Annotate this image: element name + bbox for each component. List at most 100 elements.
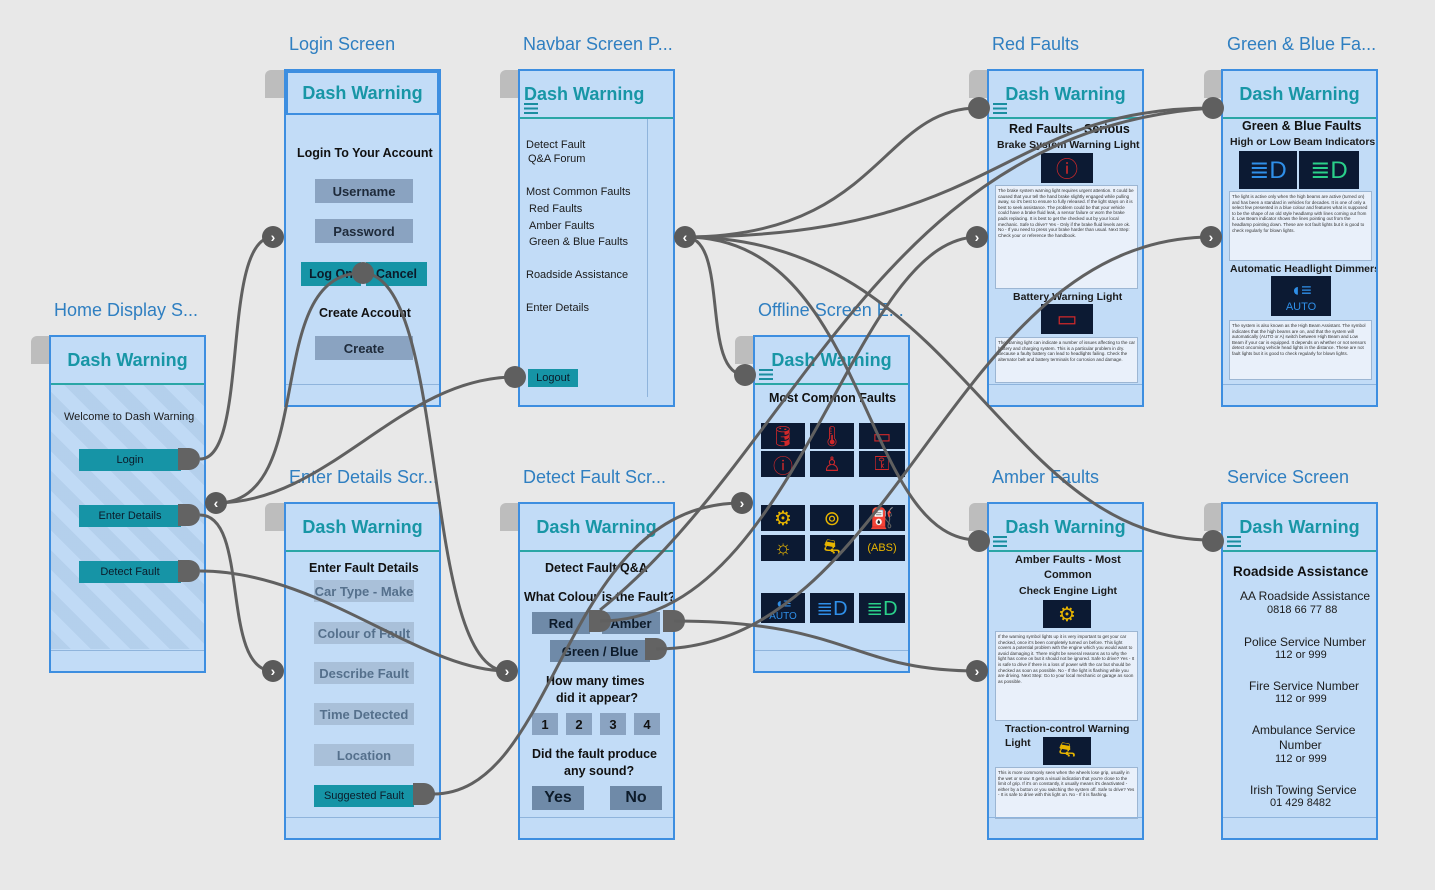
chevron-right-icon[interactable]: › bbox=[262, 660, 284, 682]
amber-faults-screen[interactable]: Dash Warning Amber Faults - Most Common … bbox=[987, 502, 1144, 840]
password-field[interactable]: Password bbox=[315, 219, 413, 243]
fire-name: Fire Service Number bbox=[1249, 679, 1360, 693]
count-option-4[interactable]: 4 bbox=[634, 713, 660, 735]
chevron-right-icon[interactable]: › bbox=[1200, 226, 1222, 248]
fog-light-icon: ☼ bbox=[761, 535, 805, 561]
offline-screen[interactable]: Dash Warning Most Common Faults 🛢 🌡 ▭ ⓘ … bbox=[753, 335, 910, 673]
yes-button[interactable]: Yes bbox=[532, 786, 584, 810]
red-faults-screen[interactable]: Dash Warning Red Faults - Serious Brake … bbox=[987, 69, 1144, 407]
red-option-link-handle[interactable] bbox=[589, 610, 611, 632]
screen-title-detect[interactable]: Detect Fault Scr... bbox=[523, 467, 667, 487]
cancel-button[interactable]: Cancel bbox=[366, 262, 427, 286]
describe-fault-field[interactable]: Describe Fault bbox=[314, 662, 414, 684]
oil-pressure-icon: 🛢 bbox=[761, 423, 805, 449]
chevron-right-icon[interactable]: › bbox=[966, 226, 988, 248]
create-button[interactable]: Create bbox=[315, 336, 413, 360]
sound-question-1: Did the fault produce bbox=[532, 747, 657, 761]
chevron-right-icon[interactable]: › bbox=[496, 660, 518, 682]
screen-title-navbar[interactable]: Navbar Screen P... bbox=[523, 34, 673, 54]
screen-title-service[interactable]: Service Screen bbox=[1227, 467, 1350, 487]
green-blue-option-button[interactable]: Green / Blue bbox=[550, 640, 650, 662]
times-question-2: did it appear? bbox=[556, 691, 638, 705]
login-button[interactable]: Login bbox=[79, 449, 181, 471]
home-screen[interactable]: Dash Warning Welcome to Dash Warning Log… bbox=[49, 335, 206, 673]
auto-label: AUTO bbox=[769, 610, 797, 622]
chevron-left-icon[interactable]: ‹ bbox=[674, 226, 696, 248]
hamburger-icon[interactable] bbox=[759, 369, 773, 380]
screen-title-red[interactable]: Red Faults bbox=[992, 34, 1080, 54]
navbar-screen[interactable]: Dash Warning Detect Fault Q&A Forum Most… bbox=[518, 69, 675, 407]
ambulance-number[interactable]: 112 or 999 bbox=[1275, 753, 1327, 765]
hamburger-icon[interactable] bbox=[993, 536, 1007, 547]
create-account-label: Create Account bbox=[319, 306, 411, 320]
screen-title-offline[interactable]: Offline Screen E... bbox=[758, 300, 904, 320]
offline-link-handle[interactable] bbox=[734, 364, 756, 386]
suggested-fault-link-handle[interactable] bbox=[413, 783, 435, 805]
beam-indicators-label: High or Low Beam Indicators bbox=[1230, 136, 1376, 148]
brake-system-label: Brake System Warning Light bbox=[997, 139, 1140, 151]
screen-title-home[interactable]: Home Display S... bbox=[54, 300, 199, 320]
enter-details-link-handle[interactable] bbox=[178, 504, 200, 526]
low-beam-icon: ≣D bbox=[810, 593, 854, 623]
nav-item-enter-details[interactable]: Enter Details bbox=[526, 302, 589, 314]
enter-details-button[interactable]: Enter Details bbox=[79, 505, 181, 527]
hamburger-icon[interactable] bbox=[524, 103, 538, 114]
detect-fault-screen[interactable]: Dash Warning Detect Fault Q&A What Colou… bbox=[518, 502, 675, 840]
chevron-right-icon[interactable]: › bbox=[262, 226, 284, 248]
login-link-handle[interactable] bbox=[178, 448, 200, 470]
nav-item-detect-fault[interactable]: Detect Fault bbox=[526, 139, 586, 151]
security-key-icon: ⚿ bbox=[859, 451, 905, 477]
detect-fault-button[interactable]: Detect Fault bbox=[79, 561, 181, 583]
colour-of-fault-field[interactable]: Colour of Fault bbox=[314, 622, 414, 644]
screen-title-green[interactable]: Green & Blue Fa... bbox=[1227, 34, 1377, 54]
detect-fault-link-handle[interactable] bbox=[178, 560, 200, 582]
logout-link-handle[interactable] bbox=[504, 366, 526, 388]
login-screen[interactable]: Dash Warning Login To Your Account Usern… bbox=[284, 69, 441, 407]
aa-number[interactable]: 0818 66 77 88 bbox=[1267, 604, 1338, 616]
hamburger-icon[interactable] bbox=[993, 103, 1007, 114]
red-option-button[interactable]: Red bbox=[532, 612, 590, 634]
count-option-1[interactable]: 1 bbox=[532, 713, 558, 735]
red-faults-entry-dot[interactable] bbox=[968, 97, 990, 119]
app-header: Dash Warning bbox=[520, 504, 673, 552]
service-entry-dot[interactable] bbox=[1202, 530, 1224, 552]
count-option-3[interactable]: 3 bbox=[600, 713, 626, 735]
service-screen[interactable]: Dash Warning Roadside Assistance AA Road… bbox=[1221, 502, 1378, 840]
towing-number[interactable]: 01 429 8482 bbox=[1270, 797, 1332, 809]
nav-item-green-blue[interactable]: Green & Blue Faults bbox=[529, 236, 629, 248]
green-blue-link-handle[interactable] bbox=[645, 638, 667, 660]
green-blue-entry-dot[interactable] bbox=[1202, 97, 1224, 119]
log-on-link-handle[interactable] bbox=[352, 262, 374, 284]
screen-title-amber[interactable]: Amber Faults bbox=[992, 467, 1100, 487]
nav-item-qa-forum[interactable]: Q&A Forum bbox=[528, 153, 586, 165]
amber-option-link-handle[interactable] bbox=[663, 610, 685, 632]
roadside-heading: Roadside Assistance bbox=[1233, 564, 1369, 579]
car-type-field[interactable]: Car Type - Make bbox=[314, 580, 414, 602]
nav-item-most-common[interactable]: Most Common Faults bbox=[526, 186, 631, 198]
logout-button[interactable]: Logout bbox=[528, 369, 578, 387]
traction-description: This is more commonly seen when the whee… bbox=[995, 767, 1138, 819]
chevron-left-icon[interactable]: ‹ bbox=[205, 492, 227, 514]
fire-number[interactable]: 112 or 999 bbox=[1275, 693, 1327, 705]
app-header: Dash Warning bbox=[51, 337, 204, 385]
chevron-right-icon[interactable]: › bbox=[966, 660, 988, 682]
hamburger-icon[interactable] bbox=[1227, 536, 1241, 547]
nav-item-roadside[interactable]: Roadside Assistance bbox=[526, 269, 629, 281]
battery-warning-label: Battery Warning Light bbox=[1013, 291, 1123, 303]
no-button[interactable]: No bbox=[610, 786, 662, 810]
police-name: Police Service Number bbox=[1244, 635, 1367, 649]
screen-title-login[interactable]: Login Screen bbox=[289, 34, 396, 54]
green-blue-screen[interactable]: Dash Warning Green & Blue Faults High or… bbox=[1221, 69, 1378, 407]
nav-item-red-faults[interactable]: Red Faults bbox=[529, 203, 583, 215]
nav-item-amber-faults[interactable]: Amber Faults bbox=[529, 220, 595, 232]
username-field[interactable]: Username bbox=[315, 179, 413, 203]
amber-faults-entry-dot[interactable] bbox=[968, 530, 990, 552]
count-option-2[interactable]: 2 bbox=[566, 713, 592, 735]
suggested-fault-button[interactable]: Suggested Fault bbox=[314, 785, 414, 807]
police-number[interactable]: 112 or 999 bbox=[1275, 649, 1327, 661]
chevron-right-icon[interactable]: › bbox=[731, 492, 753, 514]
screen-title-enter[interactable]: Enter Details Scr... bbox=[289, 467, 439, 487]
time-detected-field[interactable]: Time Detected bbox=[314, 703, 414, 725]
location-field[interactable]: Location bbox=[314, 744, 414, 766]
